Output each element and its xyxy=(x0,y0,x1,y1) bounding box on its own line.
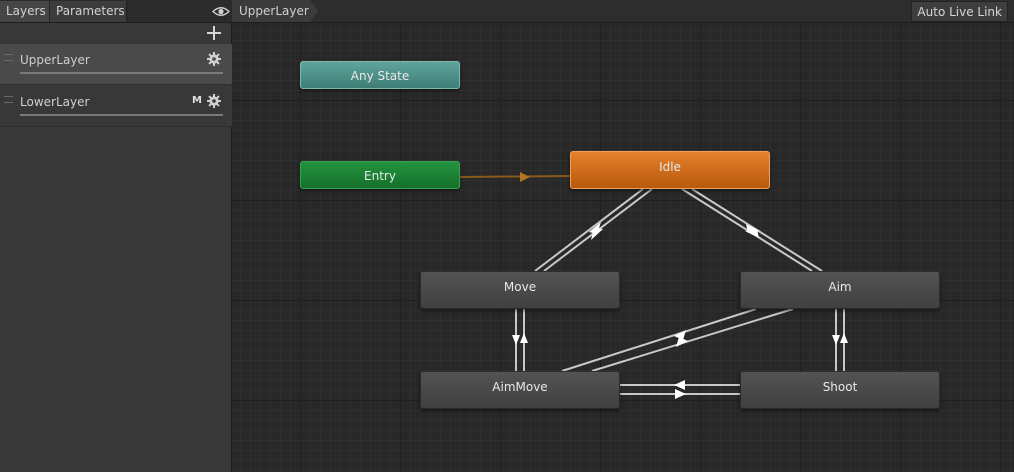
state-node-aimmove[interactable]: AimMove xyxy=(420,371,620,409)
transition-arrow-icon xyxy=(745,229,759,238)
state-node-idle[interactable]: Idle xyxy=(570,151,770,189)
tab-layers[interactable]: Layers xyxy=(0,1,50,22)
state-label: Shoot xyxy=(822,380,858,394)
add-layer-button[interactable] xyxy=(205,24,223,42)
layer-weight-bar xyxy=(20,114,223,116)
state-label: Move xyxy=(503,280,537,294)
transition-arrow-icon xyxy=(676,337,688,347)
state-node-shoot[interactable]: Shoot xyxy=(740,371,940,409)
breadcrumb[interactable]: UpperLayer xyxy=(232,0,318,22)
transition-arrow-icon xyxy=(512,335,520,345)
layer-name: UpperLayer xyxy=(20,53,90,67)
transition-aimmove-aim[interactable] xyxy=(591,308,794,372)
state-label: AimMove xyxy=(492,380,548,394)
plus-icon xyxy=(207,26,221,40)
layer-item-lowerlayer[interactable]: LowerLayer M xyxy=(0,86,232,127)
layers-panel: Layers Parameters UpperLayer xyxy=(0,0,232,472)
state-node-entry[interactable]: Entry xyxy=(300,161,460,189)
state-label: Idle xyxy=(659,160,681,174)
state-label: Any State xyxy=(350,69,410,83)
transition-arrow-icon xyxy=(674,380,685,390)
eye-icon[interactable] xyxy=(212,5,230,18)
auto-live-link-button[interactable]: Auto Live Link xyxy=(911,1,1008,22)
layer-weight-bar xyxy=(20,72,223,74)
state-node-any-state[interactable]: Any State xyxy=(300,61,460,89)
transition-arrow-icon xyxy=(840,333,848,343)
graph-toolbar: UpperLayer Auto Live Link xyxy=(232,0,1014,23)
transition-idle-aim[interactable] xyxy=(681,188,813,272)
layer-item-upperlayer[interactable]: UpperLayer xyxy=(0,44,232,85)
layer-name: LowerLayer xyxy=(20,95,90,109)
gear-icon[interactable] xyxy=(207,94,221,108)
tab-parameters[interactable]: Parameters xyxy=(50,1,127,22)
transition-arrow-icon xyxy=(591,228,603,240)
layer-toolbar xyxy=(0,23,232,44)
state-label: Aim xyxy=(828,280,852,294)
transition-arrow-icon xyxy=(675,389,686,399)
drag-handle-icon[interactable] xyxy=(4,96,13,103)
transition-arrow-icon xyxy=(674,330,686,340)
transitions-layer xyxy=(459,172,848,399)
state-node-aim[interactable]: Aim xyxy=(740,271,940,309)
panel-tab-bar: Layers Parameters xyxy=(0,0,232,23)
state-label: Entry xyxy=(364,169,396,183)
transition-entry-idle[interactable] xyxy=(459,175,571,178)
transition-arrow-icon xyxy=(520,172,530,182)
drag-handle-icon[interactable] xyxy=(4,54,13,61)
transition-arrow-icon xyxy=(520,333,528,343)
gear-icon[interactable] xyxy=(207,52,221,66)
mask-badge: M xyxy=(192,95,202,106)
state-node-move[interactable]: Move xyxy=(420,271,620,309)
transition-arrow-icon xyxy=(832,335,840,345)
transition-aim-aimmove[interactable] xyxy=(561,308,757,372)
transition-idle-move[interactable] xyxy=(534,188,644,272)
